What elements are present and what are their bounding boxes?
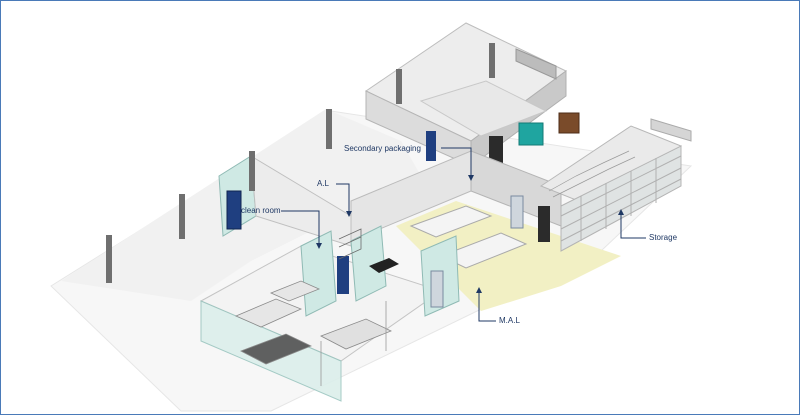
packaging-leader [441,147,472,177]
teal-door [518,122,544,146]
secondary-packaging-label: Secondary packaging [344,144,421,153]
mal-leader [478,291,496,322]
storage-door [510,195,524,229]
side-door [430,270,444,308]
clean-room-label: clean room [241,206,281,215]
al-label: A.L [317,179,330,188]
dark-door-upper [426,131,436,161]
pillars [106,43,495,283]
cleanroom-door [226,190,242,230]
al-shelving [338,228,362,260]
storage-shelf-grid [548,150,636,198]
storage-leader [620,213,646,239]
al-door [337,256,349,294]
roof-vent [515,48,557,80]
cleanroom-arrow [316,243,322,249]
mal-label: M.A.L [499,316,520,325]
cleanroom-leader [281,210,320,245]
packaging-arrow [468,175,474,181]
mal-arrow [476,287,482,293]
room-mid-floor [419,80,548,137]
storage-door-2 [538,206,550,242]
al-arrow [346,211,352,217]
dark-cabinet [489,136,503,166]
mal-table-1 [409,205,493,238]
storage-arrow [618,209,624,215]
callout-lines [281,147,646,322]
lab-furniture [234,280,392,386]
side-unit [650,118,692,142]
al-room-glass [350,225,387,302]
black-bench [369,258,399,273]
al-leader [336,183,350,213]
storage-label: Storage [649,233,678,242]
brown-door [558,112,580,134]
